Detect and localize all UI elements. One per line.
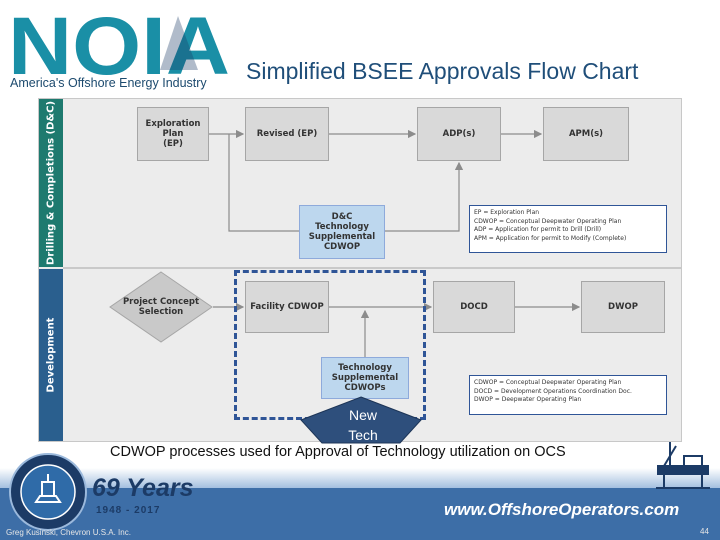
node-project-concept-label: Project Concept Selection (122, 296, 200, 317)
flow-connectors (209, 129, 581, 357)
noia-logo: NOIA (8, 8, 230, 92)
anniversary-years: 69 Years (92, 474, 194, 502)
logo-tagline: America's Offshore Energy Industry (10, 76, 207, 90)
node-dc-technology-cdwop: D&C Technology Supplemental CDWOP (299, 205, 385, 259)
lane-divider (63, 267, 681, 269)
node-exploration-plan: Exploration Plan (EP) (137, 107, 209, 161)
lane-development (39, 269, 63, 441)
lane-drilling-completions (39, 99, 63, 267)
caption: CDWOP processes used for Approval of Tec… (110, 444, 566, 460)
node-dwop: DWOP (581, 281, 665, 333)
slide-number: 44 (700, 527, 709, 536)
ooc-emblem-icon (9, 453, 87, 531)
anniversary-range: 1948 - 2017 (96, 505, 161, 516)
presenter-credit: Greg Kusinski, Chevron U.S.A. Inc. (6, 528, 131, 537)
slide-title: Simplified BSEE Approvals Flow Chart (246, 58, 639, 84)
node-project-concept-diamond (109, 271, 213, 343)
legend-drilling: EP = Exploration Plan CDWOP = Conceptual… (469, 205, 667, 253)
logo-letters: NOIA (8, 8, 230, 92)
node-docd: DOCD (433, 281, 515, 333)
node-adp: ADP(s) (417, 107, 501, 161)
footer-band (0, 488, 720, 540)
callout-line-2: Tech (348, 427, 378, 444)
new-tech-callout: New Tech (322, 405, 404, 446)
node-facility-cdwop: Facility CDWOP (245, 281, 329, 333)
node-revised-ep: Revised (EP) (245, 107, 329, 161)
new-tech-callout-shape (300, 396, 422, 444)
footer-gradient (0, 468, 720, 490)
node-apm: APM(s) (543, 107, 629, 161)
callout-line-1: New (348, 407, 377, 423)
legend-development: CDWOP = Conceptual Deepwater Operating P… (469, 375, 667, 415)
node-technology-cdwops: Technology Supplemental CDWOPs (321, 357, 409, 399)
offshore-rig-icon (656, 442, 710, 489)
website-link[interactable]: www.OffshoreOperators.com (444, 500, 680, 519)
